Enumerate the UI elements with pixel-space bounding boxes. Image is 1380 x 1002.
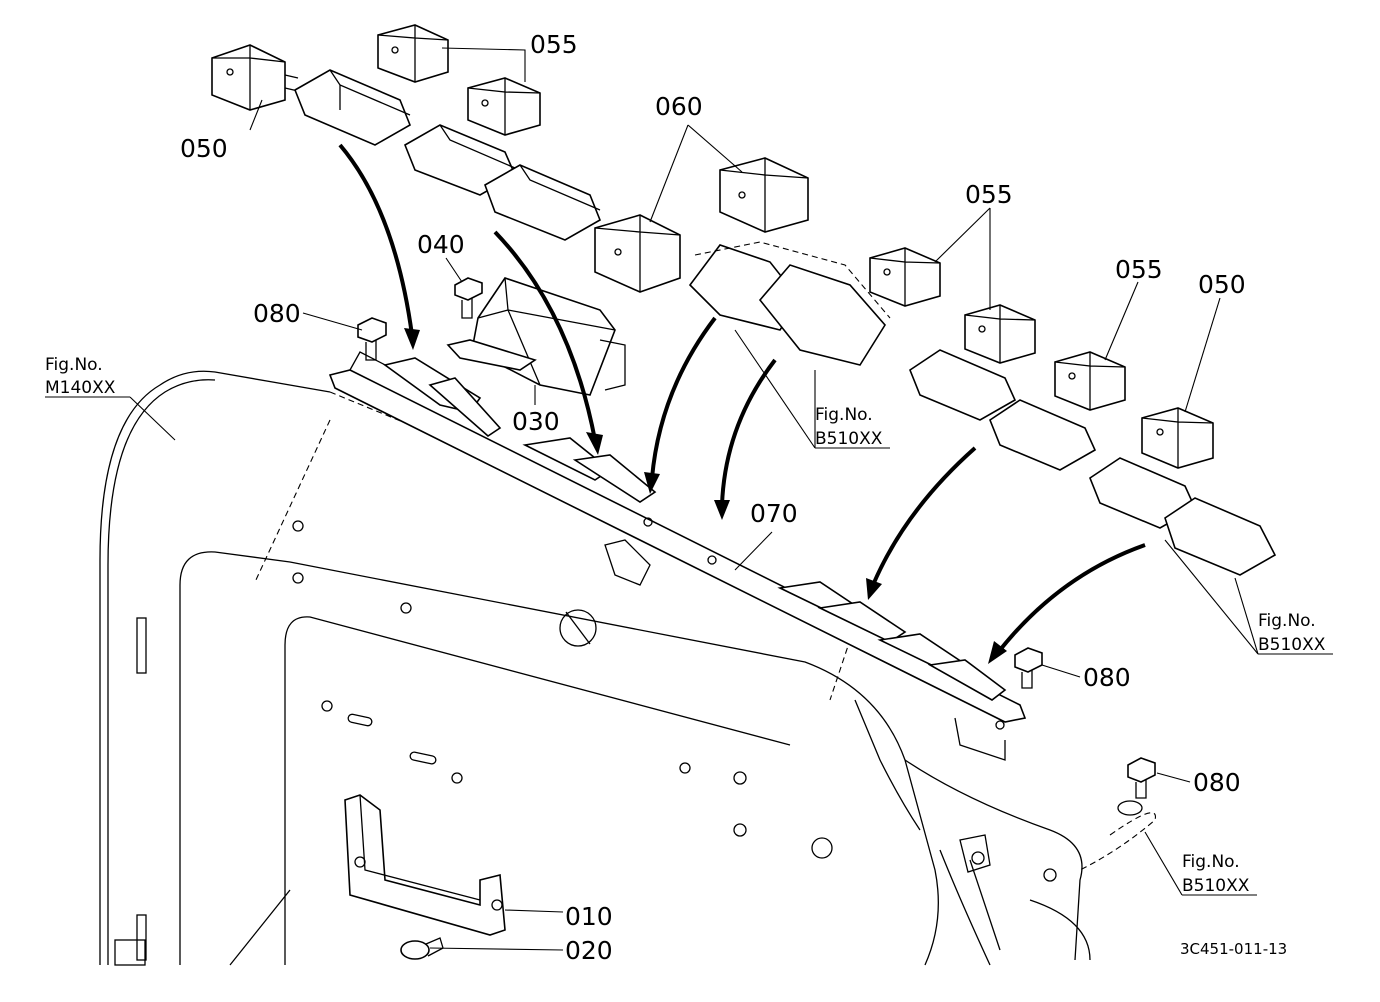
callout-080-mid: 080: [1083, 663, 1131, 692]
bolt-080-mid: [1014, 647, 1043, 689]
drawing-code: 3C451-011-13: [1180, 940, 1287, 958]
fig-ref-center-line2: B510XX: [815, 429, 883, 449]
callout-055-top: 055: [530, 30, 578, 59]
relay-055-right1: [869, 247, 941, 307]
screw-020: [400, 937, 444, 960]
fig-ref-right-line1: Fig.No.: [1258, 611, 1316, 631]
fig-ref-center-line1: Fig.No.: [815, 405, 873, 425]
callout-055-right1: 055: [965, 180, 1013, 209]
callout-080-bottom: 080: [1193, 768, 1241, 797]
callout-010: 010: [565, 902, 613, 931]
relay-060-right: [719, 157, 809, 233]
figure-references: Fig.No. M140XX Fig.No. B510XX Fig.No. B5…: [45, 355, 1326, 896]
relay-050-left: [211, 44, 299, 111]
bracket-010: [344, 794, 506, 936]
callout-060: 060: [655, 92, 703, 121]
fig-ref-left-line2: M140XX: [45, 378, 116, 398]
fig-ref-right-line2: B510XX: [1258, 635, 1326, 655]
relay-055-top2: [467, 77, 541, 136]
relay-030: [446, 277, 626, 396]
bolt-080-left: [357, 317, 387, 361]
relay-bracket-070: [328, 351, 1027, 761]
bolt-080-bottom: [1079, 757, 1156, 871]
callout-050-left: 050: [180, 134, 228, 163]
fig-ref-left-line1: Fig.No.: [45, 355, 103, 375]
callout-050-right: 050: [1198, 270, 1246, 299]
leader-lines: [45, 47, 1333, 951]
callout-040: 040: [417, 230, 465, 259]
callout-030: 030: [512, 407, 560, 436]
fig-ref-bottom-line1: Fig.No.: [1182, 852, 1240, 872]
callout-070: 070: [750, 499, 798, 528]
assembly-arrows: [338, 143, 1146, 664]
relay-sockets: [293, 69, 1277, 576]
relay-055-top1: [377, 24, 449, 83]
relay-050-right: [1141, 407, 1214, 469]
fig-ref-bottom-line2: B510XX: [1182, 876, 1250, 896]
relay-055-right3: [1054, 351, 1126, 411]
relay-055-right2: [964, 304, 1036, 364]
bolt-040: [454, 277, 483, 319]
callout-labels: 050 055 060 040 080 030 055 055 050 070 …: [180, 30, 1246, 965]
callout-055-right2: 055: [1115, 255, 1163, 284]
callout-020: 020: [565, 936, 613, 965]
callout-080-left: 080: [253, 299, 301, 328]
relay-060-left: [594, 214, 681, 293]
